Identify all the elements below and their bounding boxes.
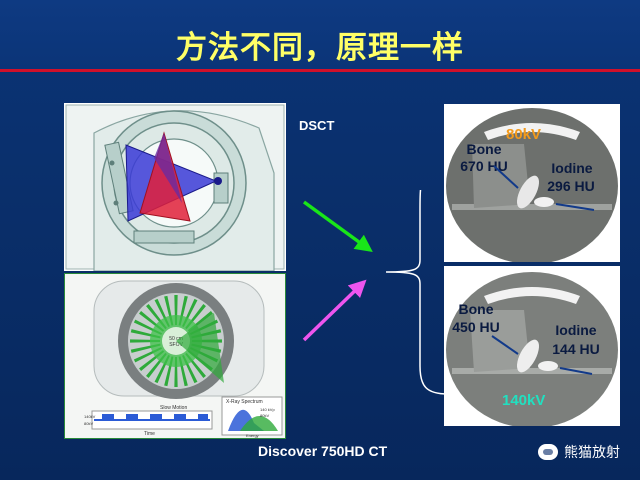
iodine-value: 144 HU (552, 341, 600, 357)
title-bar (0, 0, 640, 72)
iodine-label: Iodine (551, 160, 593, 176)
ct-image-140kv: 140kV Bone 450 HU Iodine 144 HU (444, 266, 620, 428)
bone-value: 450 HU (452, 319, 500, 335)
time-axis-label: Time (144, 431, 155, 437)
kvp-top-label: 140 kVp (260, 407, 275, 412)
title-divider (0, 69, 640, 72)
kvp-bottom-label: 80kV (260, 413, 269, 418)
sfov-label: SFOV (169, 342, 183, 348)
dsct-label: DSCT (299, 118, 335, 133)
left-kv-top: 140kV (84, 414, 96, 419)
green-arrow (302, 200, 373, 253)
spectrum-title: X-Ray Spectrum (226, 399, 263, 405)
bone-value: 670 HU (460, 158, 508, 174)
ct-kv-label: 140kV (502, 392, 546, 409)
watermark-text: 熊猫放射 (564, 445, 620, 461)
sfov-size-label: 50 cm (169, 336, 183, 342)
slide-title: 方法不同，原理一样 (176, 30, 464, 66)
ct-kv-label: 80kV (506, 126, 542, 143)
iodine-value: 296 HU (547, 178, 595, 194)
magenta-arrow (302, 279, 367, 342)
discovery-diagram: 50 cm SFOV Slow Motion Time 140kV 80kV X… (64, 273, 286, 439)
bone-label: Bone (458, 301, 494, 317)
iodine-label: Iodine (555, 322, 597, 338)
discovery-label: Discover 750HD CT (258, 443, 388, 459)
energy-axis-label: Energy (246, 433, 259, 438)
curly-brace (385, 190, 449, 395)
ct-image-80kv: 80kV Bone 670 HU Iodine 296 HU (444, 104, 620, 264)
watermark: 熊猫放射 (538, 442, 620, 462)
arrows-and-brace (302, 190, 449, 395)
slow-motion-label: Slow Motion (160, 405, 187, 411)
bone-label: Bone (466, 141, 502, 157)
left-kv-bottom: 80kV (84, 421, 93, 426)
dsct-diagram (64, 103, 286, 271)
wechat-icon (538, 444, 558, 460)
